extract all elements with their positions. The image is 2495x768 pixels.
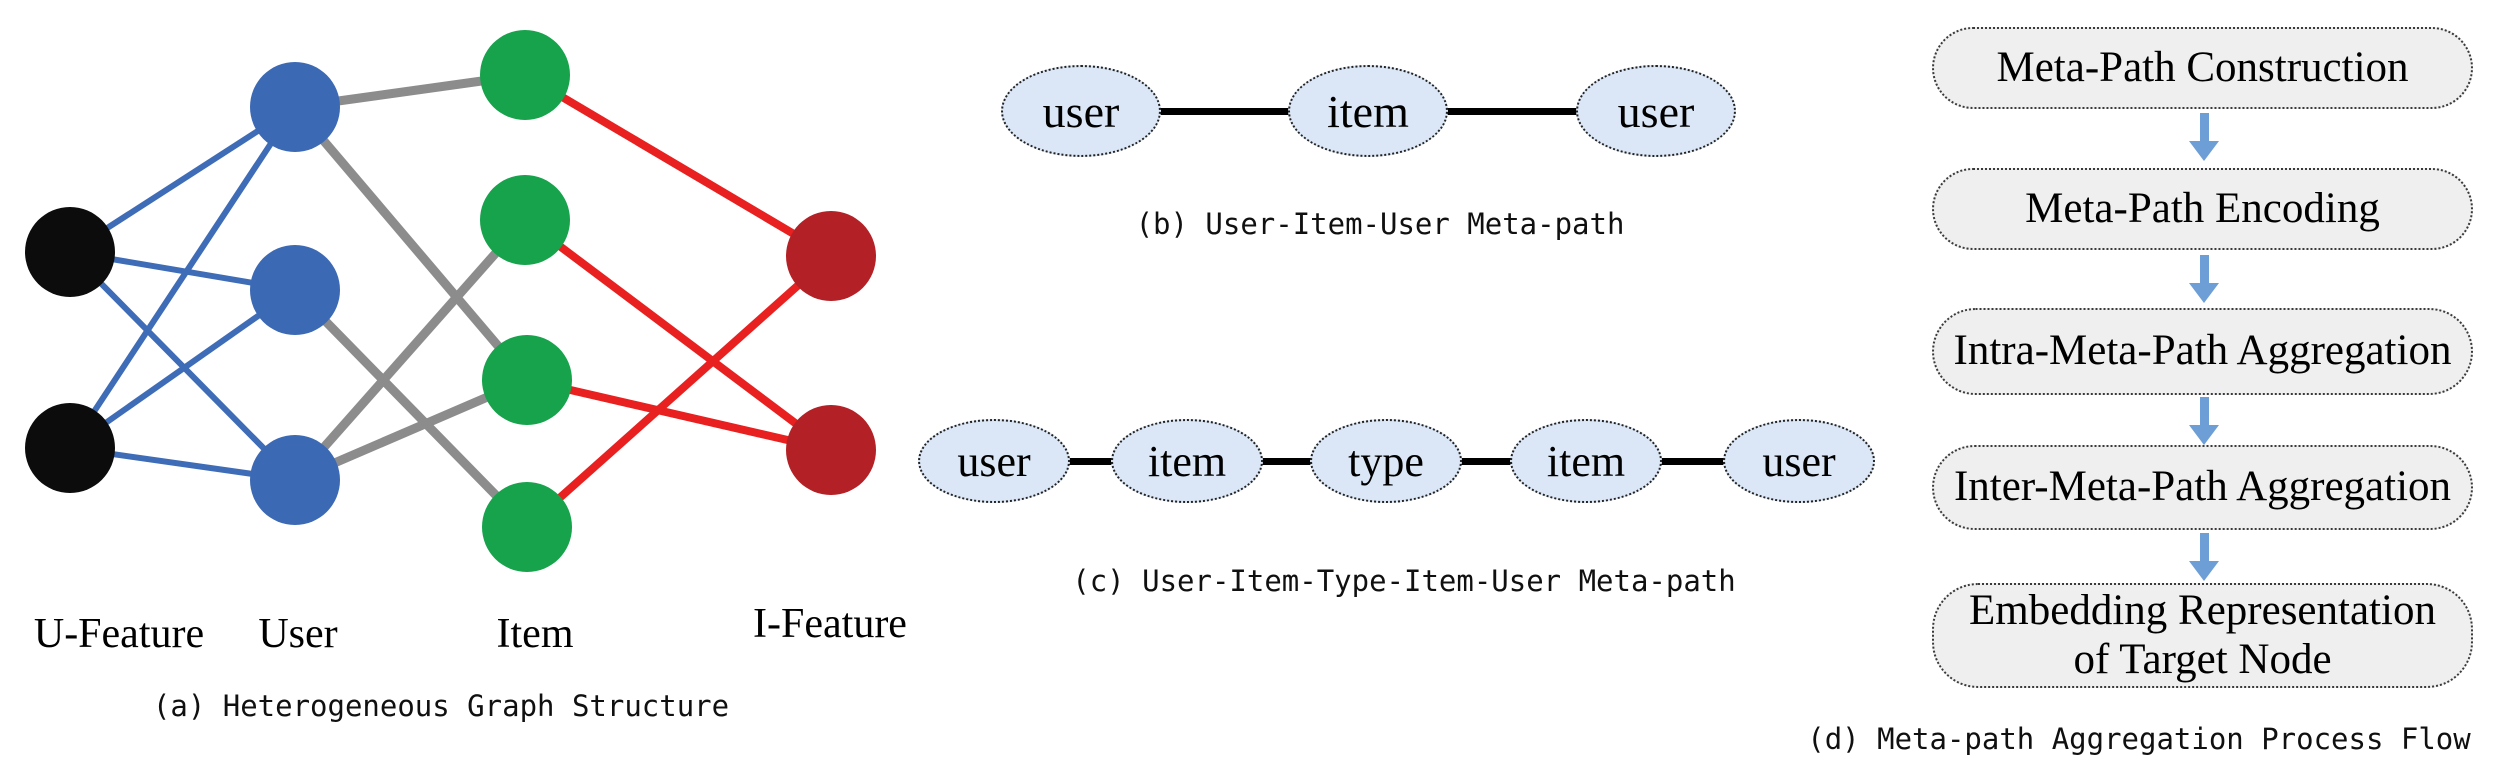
flow-step-meta-path-encoding: Meta-Path Encoding	[1932, 168, 2473, 250]
metapath-c-link	[1460, 458, 1512, 465]
flow-step-label: Meta-Path Encoding	[2025, 184, 2380, 232]
graph-node-u-feature	[25, 207, 115, 297]
graph-node-u-feature	[25, 403, 115, 493]
graph-node-item	[482, 482, 572, 572]
arrow-head-icon	[2189, 561, 2219, 581]
graph-edge-item-feature	[526, 376, 832, 454]
flow-step-embedding-representation: Embedding Representation of Target Node	[1932, 583, 2473, 688]
node-group-label-i-feature: I-Feature	[753, 601, 907, 647]
graph-node-item	[482, 335, 572, 425]
graph-edge-user-item	[291, 217, 529, 483]
arrow-head-icon	[2189, 141, 2219, 161]
flow-step-label: Inter-Meta-Path Aggregation	[1953, 463, 2452, 511]
caption-panel-c: (c) User-Item-Type-Item-User Meta-path	[1072, 564, 1736, 598]
flow-step-intra-meta-path-aggregation: Intra-Meta-Path Aggregation	[1932, 308, 2473, 395]
flow-arrow-down	[2189, 397, 2219, 445]
flow-step-inter-meta-path-aggregation: Inter-Meta-Path Aggregation	[1932, 445, 2473, 530]
flow-step-label: Intra-Meta-Path Aggregation	[1953, 327, 2452, 375]
arrow-shaft	[2199, 113, 2209, 141]
graph-edge-feature-user	[68, 287, 297, 451]
graph-node-i-feature	[786, 405, 876, 495]
node-group-label-u-feature: U-Feature	[33, 611, 205, 657]
graph-edge-feature-user	[67, 105, 298, 450]
metapath-c-node-user: user	[918, 419, 1070, 503]
arrow-shaft	[2199, 255, 2209, 283]
flow-arrow-down	[2189, 113, 2219, 161]
flow-step-label-line1: Embedding Representation	[1969, 587, 2436, 635]
node-group-label-item: Item	[496, 611, 574, 657]
arrow-head-icon	[2189, 283, 2219, 303]
flow-arrow-down	[2189, 255, 2219, 303]
flow-step-label-line2: of Target Node	[2073, 635, 2332, 683]
graph-node-user	[250, 435, 340, 525]
metapath-c-link	[1660, 458, 1725, 465]
caption-panel-a: (a) Heterogeneous Graph Structure	[152, 689, 730, 723]
arrow-head-icon	[2189, 425, 2219, 445]
arrow-shaft	[2199, 397, 2209, 425]
graph-edge-item-feature	[522, 71, 834, 260]
metapath-c-node-user: user	[1723, 419, 1875, 503]
node-group-label-user: User	[258, 611, 338, 657]
graph-node-user	[250, 245, 340, 335]
graph-edge-user-item	[291, 104, 531, 383]
metapath-c-node-type: type	[1310, 419, 1462, 503]
caption-panel-b: (b) User-Item-User Meta-path	[1135, 207, 1625, 241]
graph-node-i-feature	[786, 211, 876, 301]
flow-step-label: Meta-Path Construction	[1996, 43, 2409, 91]
graph-node-item	[480, 175, 570, 265]
metapath-c-link	[1261, 458, 1312, 465]
metapath-b-link	[1446, 108, 1578, 115]
graph-edge-item-feature	[522, 216, 834, 454]
heterogeneous-graph-svg	[25, 30, 876, 572]
metapath-b-node-item: item	[1288, 65, 1448, 157]
metapath-b-node-user: user	[1576, 65, 1736, 157]
metapath-c-node-item: item	[1510, 419, 1662, 503]
metapath-c-link	[1068, 458, 1113, 465]
flow-arrow-down	[2189, 533, 2219, 581]
graph-node-user	[250, 62, 340, 152]
graph-edge-item-feature	[524, 253, 834, 530]
metapath-b-node-user: user	[1001, 65, 1161, 157]
graph-edge-user-item	[291, 286, 531, 531]
metapath-c-node-item: item	[1111, 419, 1263, 503]
flow-step-meta-path-construction: Meta-Path Construction	[1932, 27, 2473, 109]
caption-panel-d: (d) Meta-path Aggregation Process Flow	[1807, 722, 2471, 756]
arrow-shaft	[2199, 533, 2209, 561]
graph-node-item	[480, 30, 570, 120]
metapath-b-link	[1159, 108, 1290, 115]
